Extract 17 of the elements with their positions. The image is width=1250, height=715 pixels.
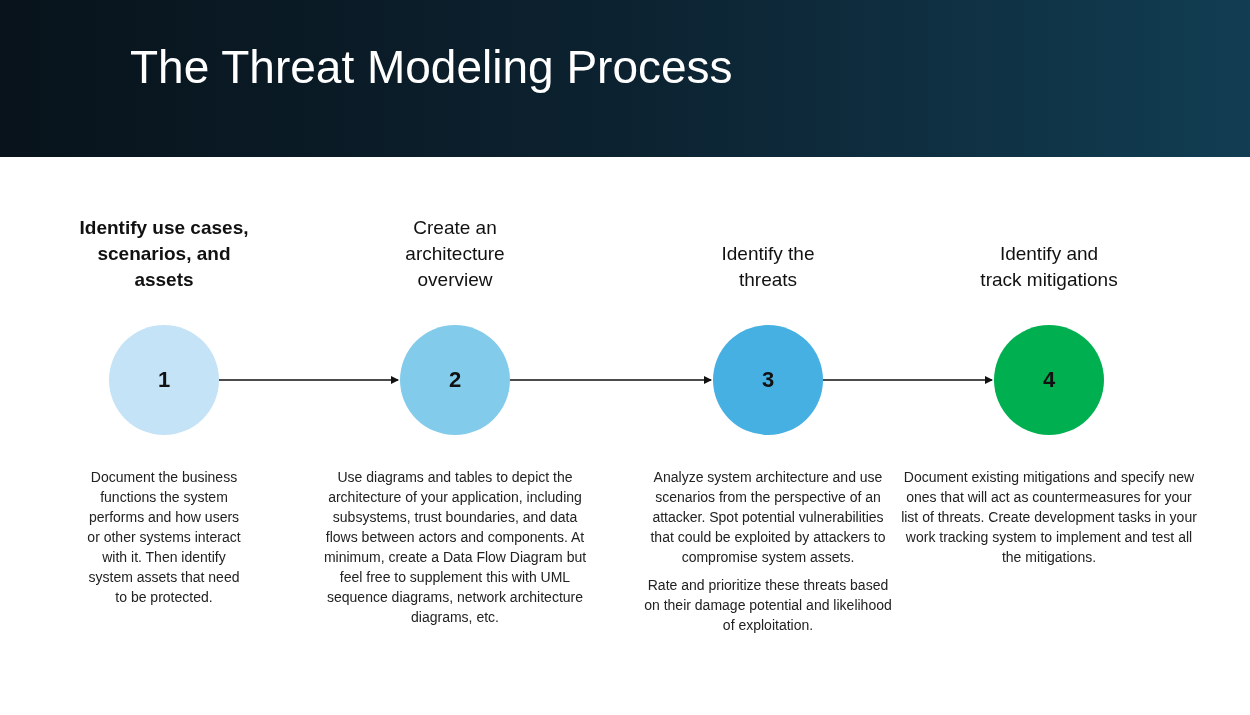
arrow xyxy=(218,376,399,384)
step-heading: Identify use cases, scenarios, and assets xyxy=(78,216,250,292)
step-heading: Identify the threats xyxy=(720,242,816,292)
step-number: 3 xyxy=(761,367,775,393)
step-number: 4 xyxy=(1042,367,1056,393)
step-description: Use diagrams and tables to depict the architecture of your application, including subsystems, trust boundaries, and data flows between actors and components. At minimum, create a Data Flow Diagram but feel free to supplement this with UML sequence diagrams, network architecture diagrams, etc. xyxy=(322,468,588,627)
step-heading: Create an architecture overview xyxy=(404,216,506,292)
step-number: 1 xyxy=(157,367,171,393)
title: The Threat Modeling Process xyxy=(130,40,733,94)
step-heading: Identify and track mitigations xyxy=(979,242,1119,292)
step-description: Document existing mitigations and specify new ones that will act as countermeasures for your list of threats. Create development tasks in your work tracking system to implement and test all the mitigations. xyxy=(900,468,1198,567)
step-description: Document the business functions the system performs and how users or other systems interact with it. Then identify system assets that need to be protected. xyxy=(86,468,242,607)
arrow xyxy=(822,376,993,384)
step-description: Rate and prioritize these threats based on their damage potential and likelihood of exploitation. xyxy=(643,576,893,635)
step-number: 2 xyxy=(448,367,462,393)
step-description: Analyze system architecture and use scenarios from the perspective of an attacker. Spot potential vulnerabilities that could be exploited by attackers to compromise system assets. xyxy=(649,468,887,567)
arrow xyxy=(509,376,712,384)
